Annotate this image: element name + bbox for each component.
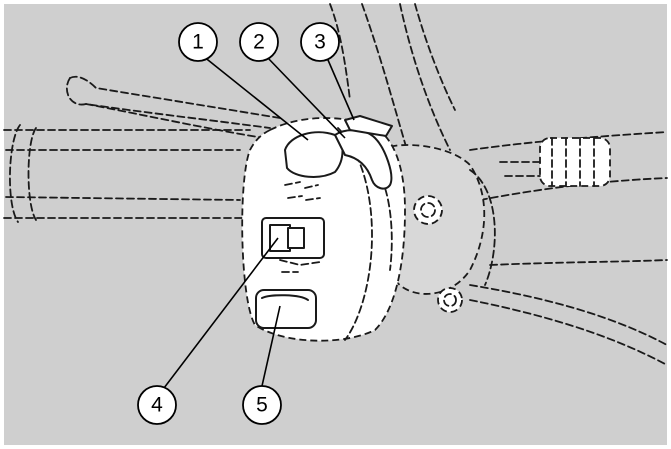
part-5-push-button	[255, 289, 317, 329]
cable-connector	[499, 137, 611, 187]
mirror-mount	[379, 144, 496, 313]
callout-5: 5	[242, 385, 282, 425]
callout-label: 1	[192, 31, 204, 54]
callout-3: 3	[300, 22, 340, 62]
callout-label: 4	[151, 394, 163, 417]
callout-label: 5	[256, 394, 268, 417]
upper-cables	[329, 3, 456, 161]
callout-1: 1	[178, 22, 218, 62]
part-1-switch	[284, 131, 344, 178]
callout-4: 4	[137, 385, 177, 425]
handlebar-grip	[3, 124, 256, 223]
leader-lines	[163, 55, 355, 389]
part-3-clamp	[344, 115, 393, 137]
callout-label: 3	[314, 31, 326, 54]
switch-markings	[279, 181, 321, 273]
callout-label: 2	[253, 31, 265, 54]
right-handlebar	[469, 131, 668, 366]
callout-2: 2	[239, 22, 279, 62]
part-4-rocker-switch	[261, 217, 325, 259]
